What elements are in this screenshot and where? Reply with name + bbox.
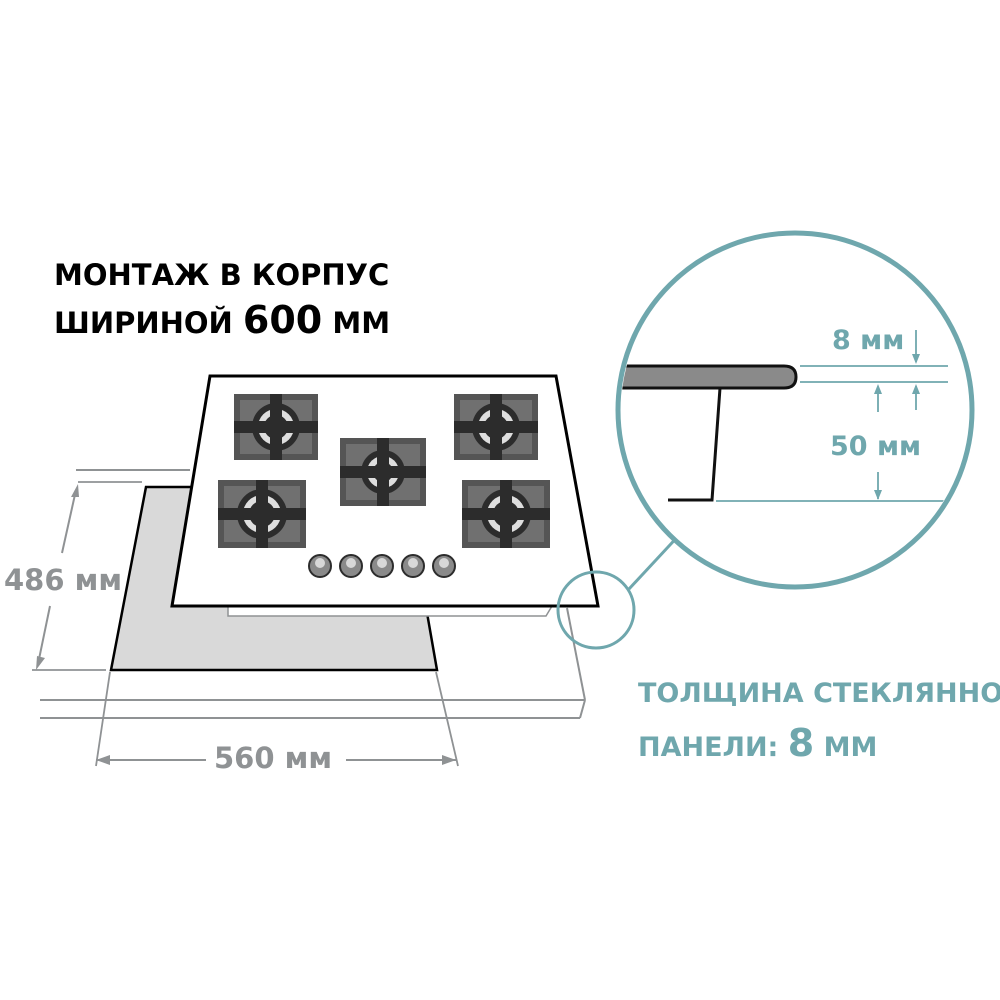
burner-grate-front-left [218,480,306,548]
depth-dimension [32,481,142,671]
burner-grate-rear-left [234,394,318,460]
control-knob [339,554,363,578]
depth-label: 486 мм [4,563,123,597]
burner-grate-front-right [462,480,550,548]
mounting-width-value: 600 [242,298,323,343]
mounting-title: МОНТАЖ В КОРПУС ШИРИНОЙ 600 ММ [54,256,390,346]
detail-marker-circle [556,570,636,650]
glass-thickness-label: 8 мм [832,325,905,356]
glass-caption-value: 8 [787,720,815,765]
control-knob [432,554,456,578]
glass-caption-line1: ТОЛЩИНА СТЕКЛЯННОЙ [638,678,1000,709]
countertop [40,469,586,719]
glass-caption-prefix: ПАНЕЛИ: [638,731,788,763]
mounting-line2-unit: ММ [322,306,391,341]
control-knob [401,554,425,578]
width-dimension [95,671,459,767]
burner-grate-center [340,438,426,506]
mounting-line2-prefix: ШИРИНОЙ [54,306,243,341]
body-height-label: 50 мм [830,431,922,462]
glass-caption-line2: ПАНЕЛИ: 8 ММ [638,715,1000,772]
mounting-line2: ШИРИНОЙ 600 ММ [54,295,390,346]
burner-grate-rear-right [454,394,538,460]
magnified-detail [615,230,975,590]
control-knob [370,554,394,578]
glass-edge-detail [621,364,798,390]
mounting-line1: МОНТАЖ В КОРПУС [54,258,390,292]
hob-body-detail [668,387,722,502]
glass-caption: ТОЛЩИНА СТЕКЛЯННОЙ ПАНЕЛИ: 8 ММ [638,674,1000,772]
control-knob [308,554,332,578]
width-label: 560 мм [214,741,333,775]
glass-caption-unit: ММ [814,731,878,763]
control-knobs [308,554,456,578]
